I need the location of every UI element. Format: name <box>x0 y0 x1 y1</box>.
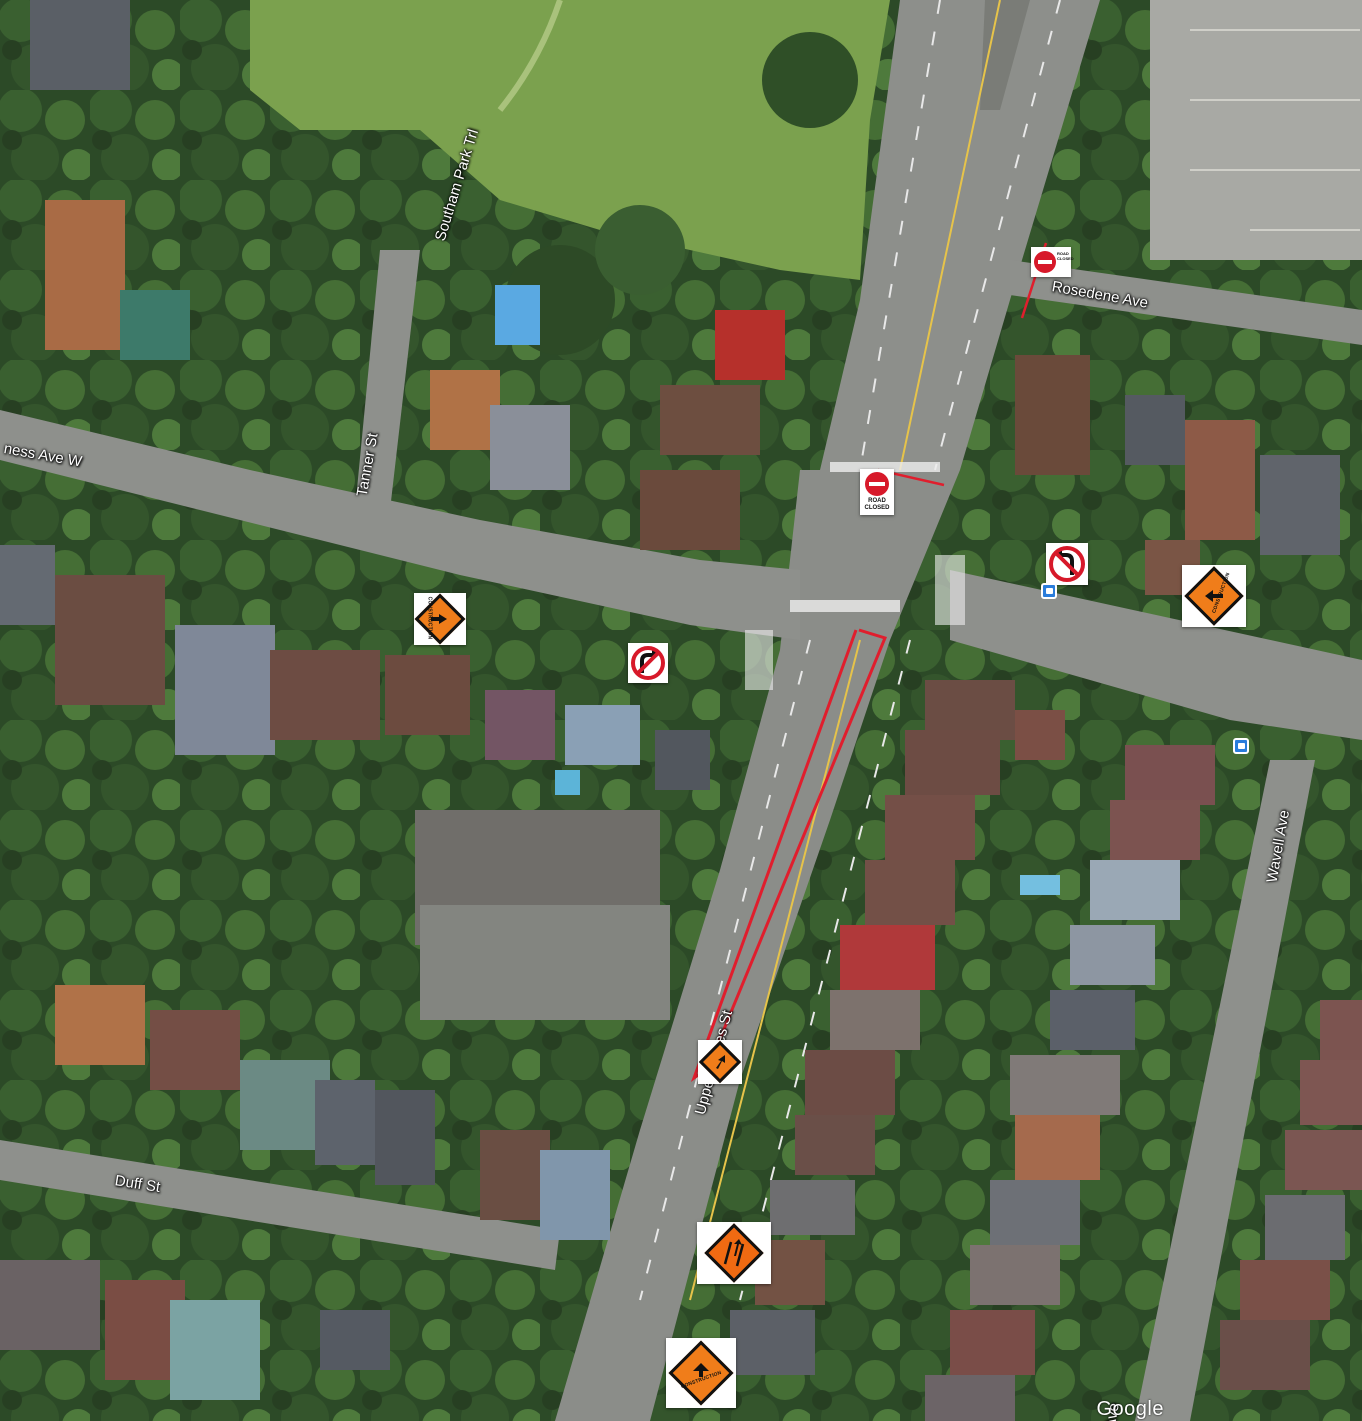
no-entry-icon <box>1034 251 1056 273</box>
detour-right-arrow-icon <box>716 1055 725 1069</box>
no-entry-icon <box>865 472 889 496</box>
road-closed-label-line2: CLOSED <box>1057 256 1074 261</box>
road-closed-sign-north[interactable]: ROAD CLOSED <box>1031 247 1074 277</box>
road-closed-label-line1: ROAD <box>1057 251 1069 256</box>
no-left-turn-icon <box>1049 546 1085 582</box>
bus-stop-icon[interactable] <box>1041 583 1057 599</box>
arrow-left-icon <box>1205 590 1223 602</box>
road-closed-label-line2: CLOSED <box>864 505 890 511</box>
construction-text: CONSTRUCTION <box>426 596 433 640</box>
construction-sign-west[interactable]: CONSTRUCTION <box>414 593 466 645</box>
no-left-turn-sign[interactable] <box>1046 543 1088 585</box>
arrow-right-icon <box>431 614 447 624</box>
no-right-turn-sign[interactable] <box>628 643 668 683</box>
road-closed-label-line1: ROAD <box>868 498 886 504</box>
lane-shift-icon <box>723 1239 745 1267</box>
bus-stop-icon[interactable] <box>1233 738 1249 754</box>
lane-shift-sign[interactable] <box>697 1222 771 1284</box>
arrow-up-icon <box>693 1363 709 1377</box>
no-right-turn-icon <box>631 646 665 680</box>
detour-arrow-sign[interactable] <box>698 1040 742 1084</box>
road-closed-sign-intersection[interactable]: ROAD CLOSED <box>860 469 894 515</box>
google-attribution: Google <box>1096 1398 1164 1420</box>
construction-ahead-sign[interactable]: CONSTRUCTION <box>666 1338 736 1408</box>
construction-sign-east[interactable]: CONSTRUCTION <box>1182 565 1246 627</box>
